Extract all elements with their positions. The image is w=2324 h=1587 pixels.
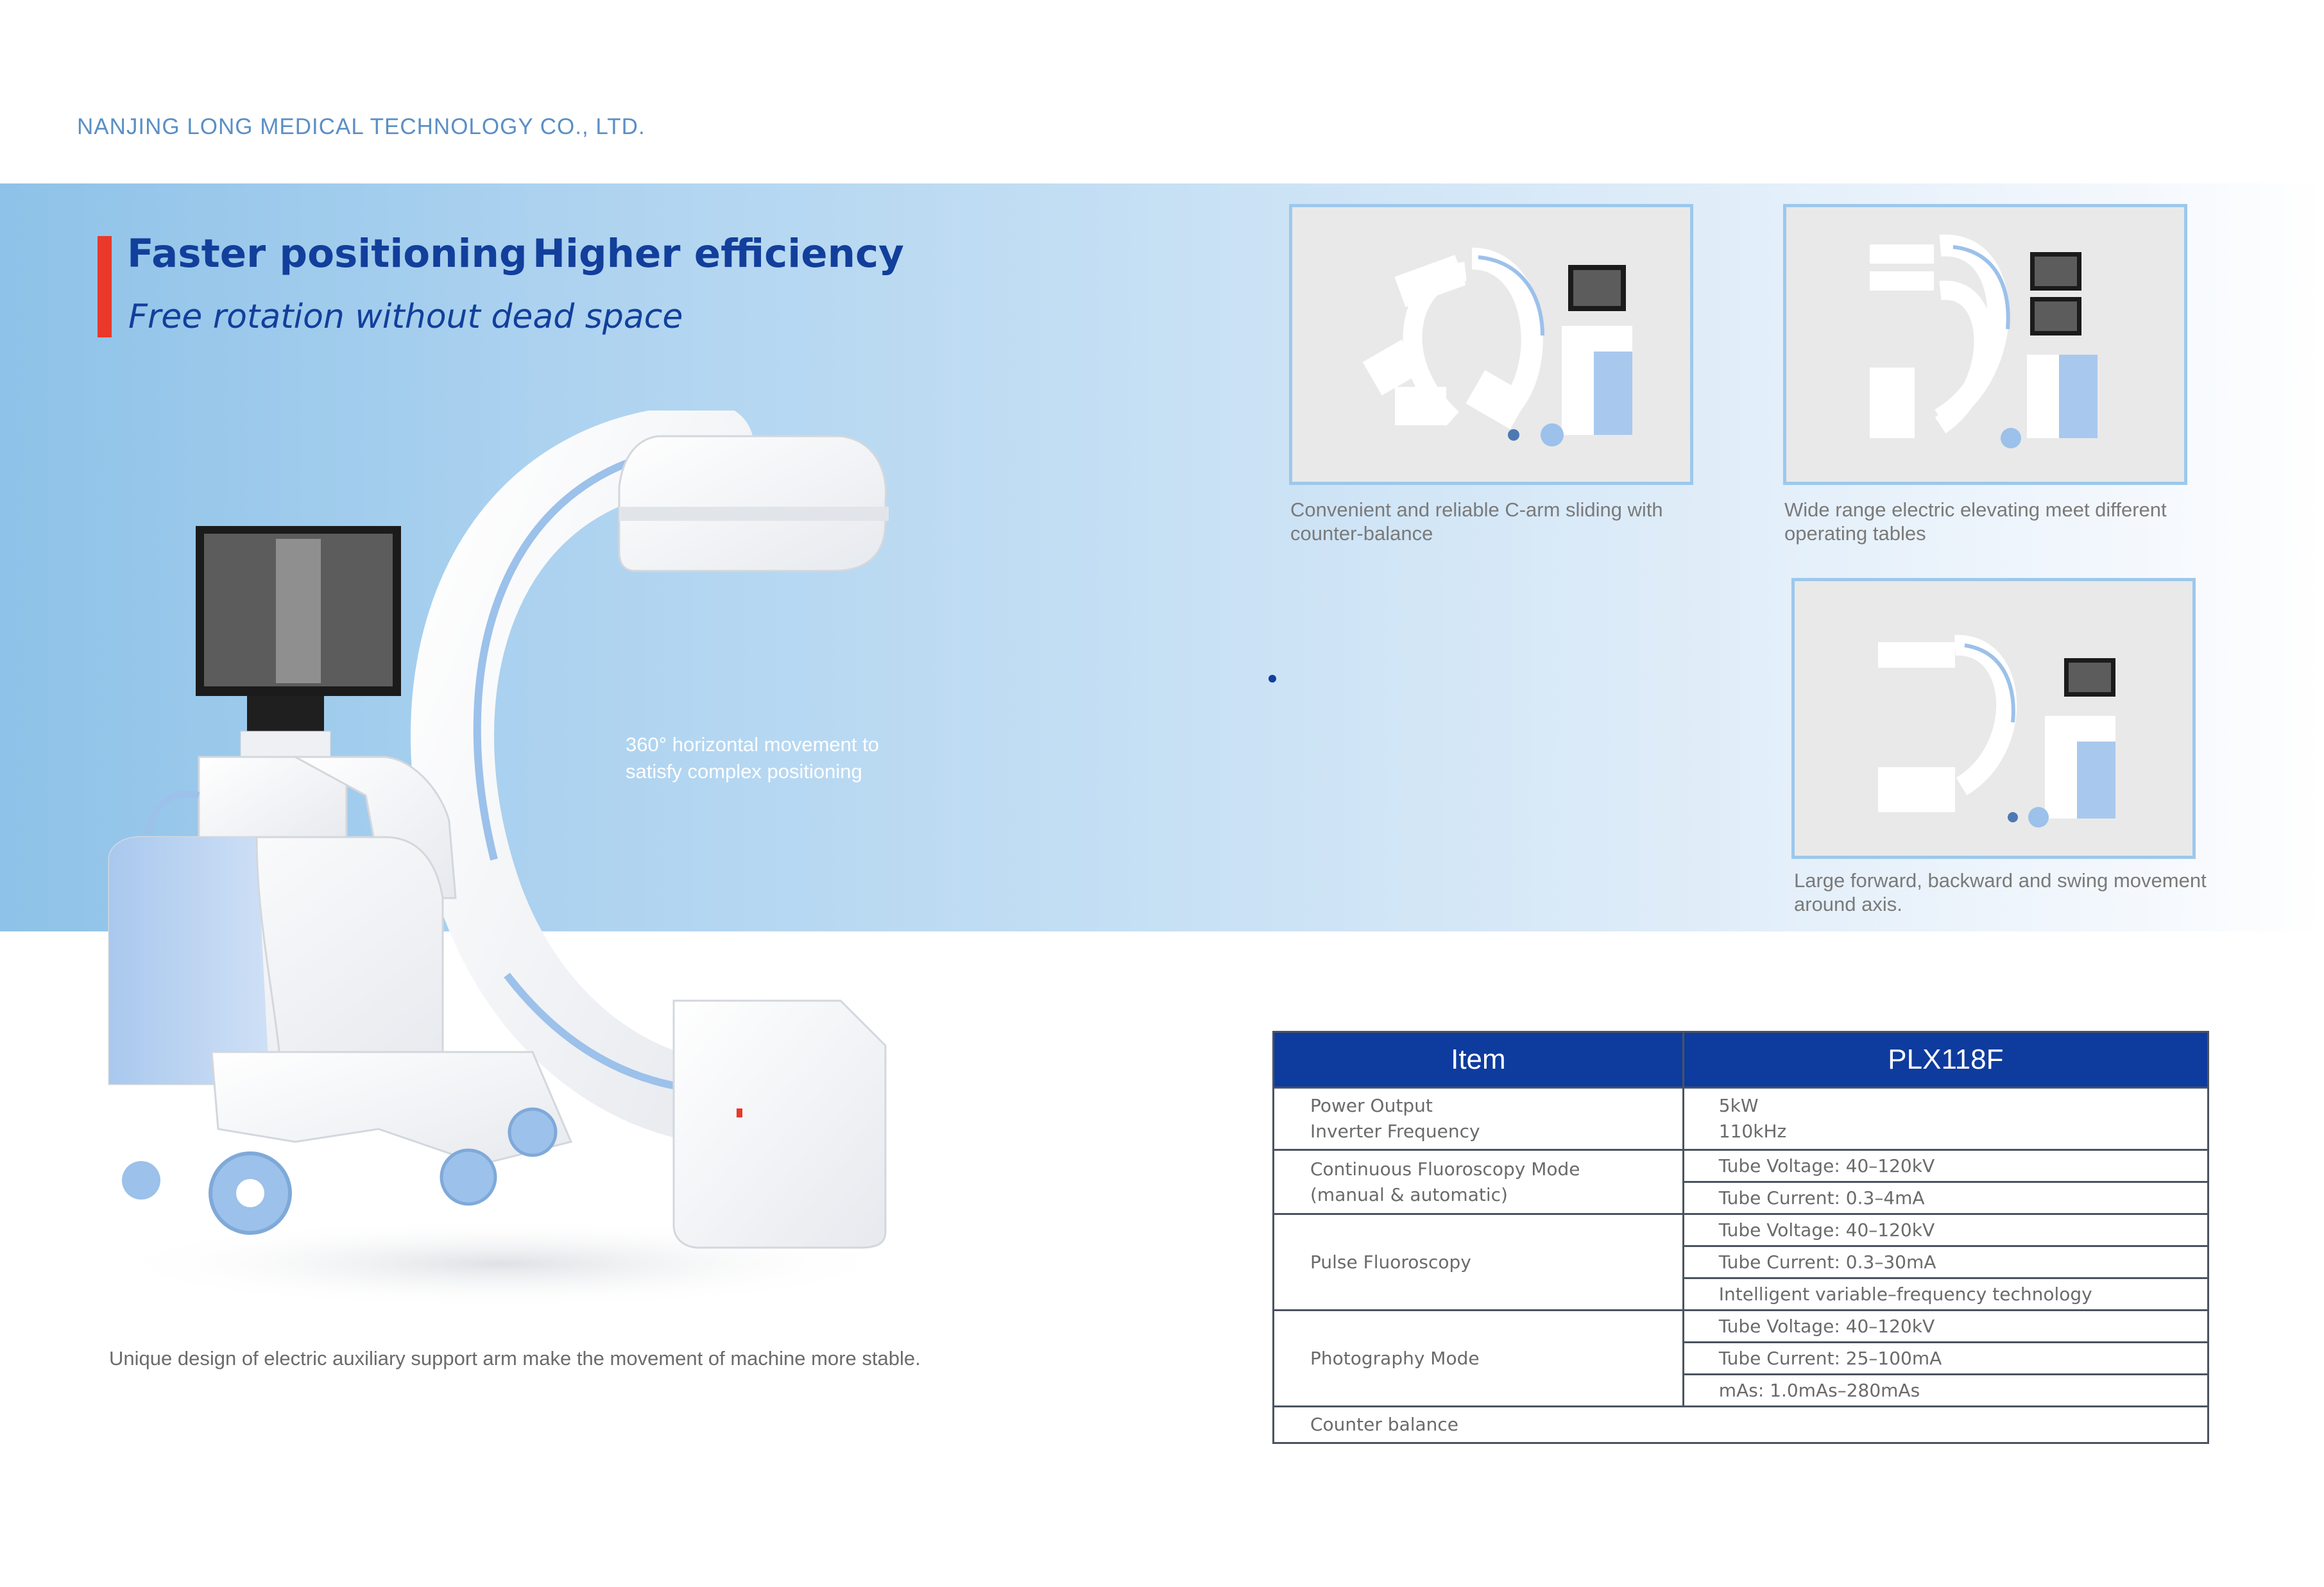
spec-item: Photography Mode xyxy=(1272,1309,1684,1407)
header-model: PLX118F xyxy=(1682,1031,2210,1089)
table-row: Counter balance xyxy=(1272,1405,2209,1444)
spec-item: Power Output xyxy=(1310,1095,1433,1116)
table-row: Tube Current: 25–100mA xyxy=(1274,1341,2210,1375)
spec-value: mAs: 1.0mAs–280mAs xyxy=(1682,1373,2210,1407)
feature-image-sliding xyxy=(1289,204,1693,485)
table-row: Power Output Inverter Frequency 5kW 110k… xyxy=(1272,1087,2210,1151)
table-row: Pulse Fluoroscopy Tube Voltage: 40–120kV xyxy=(1272,1213,2210,1311)
spec-item: Inverter Frequency xyxy=(1310,1121,1480,1142)
feature-caption-sliding: Convenient and reliable C-arm sliding wi… xyxy=(1290,498,1663,545)
decorative-dot xyxy=(1269,675,1276,683)
table-row: mAs: 1.0mAs–280mAs xyxy=(1274,1373,2210,1407)
c-arm-machine-image xyxy=(103,411,898,1309)
spec-table: Item PLX118F Power Output Inverter Frequ… xyxy=(1272,1031,2210,1444)
spec-value: 5kW xyxy=(1718,1095,1759,1116)
headline-faster: Faster positioning xyxy=(127,231,527,276)
accent-bar xyxy=(98,236,112,337)
spec-item-cell: Power Output Inverter Frequency xyxy=(1272,1087,1684,1151)
label-360-movement: 360° horizontal movement to satisfy comp… xyxy=(626,733,879,783)
spec-item-cell: Continuous Fluoroscopy Mode (manual & au… xyxy=(1272,1149,1684,1215)
spec-value: Tube Current: 25–100mA xyxy=(1682,1341,2210,1375)
headline-efficiency: Higher efficiency xyxy=(533,231,904,276)
caption-support-arm: Unique design of electric auxiliary supp… xyxy=(109,1347,921,1370)
spec-item: Counter balance xyxy=(1272,1405,2209,1444)
spec-item: Continuous Fluoroscopy Mode xyxy=(1310,1158,1580,1180)
spec-value-cell: 5kW 110kHz xyxy=(1682,1087,2210,1151)
spec-value: Tube Voltage: 40–120kV xyxy=(1682,1309,2210,1343)
feature-image-swing xyxy=(1791,578,2196,859)
spec-value: Tube Current: 0.3–30mA xyxy=(1682,1245,2210,1279)
spec-value: Tube Current: 0.3–4mA xyxy=(1682,1181,2210,1215)
table-row: Photography Mode Tube Voltage: 40–120kV xyxy=(1272,1309,2210,1407)
table-row: Continuous Fluoroscopy Mode (manual & au… xyxy=(1272,1149,2210,1215)
spec-value: Tube Voltage: 40–120kV xyxy=(1682,1149,2210,1183)
header-item: Item xyxy=(1272,1031,1684,1089)
feature-image-elevating xyxy=(1783,204,2187,485)
spec-item: Pulse Fluoroscopy xyxy=(1272,1213,1684,1311)
table-header-row: Item PLX118F xyxy=(1272,1031,2210,1089)
spec-value: Tube Voltage: 40–120kV xyxy=(1682,1213,2210,1247)
feature-caption-swing: Large forward, backward and swing moveme… xyxy=(1794,869,2207,915)
spec-value: Intelligent variable–frequency technolog… xyxy=(1682,1277,2210,1311)
spec-item: (manual & automatic) xyxy=(1310,1184,1508,1205)
feature-caption-elevating: Wide range electric elevating meet diffe… xyxy=(1784,498,2167,545)
company-name: NANJING LONG MEDICAL TECHNOLOGY CO., LTD… xyxy=(77,114,645,139)
spec-value: 110kHz xyxy=(1718,1121,1787,1142)
table-row: Intelligent variable–frequency technolog… xyxy=(1274,1277,2210,1311)
table-row: Tube Current: 0.3–30mA xyxy=(1274,1245,2210,1279)
table-row: Tube Current: 0.3–4mA xyxy=(1274,1181,2210,1215)
hero-subtitle: Free rotation without dead space xyxy=(128,298,683,336)
